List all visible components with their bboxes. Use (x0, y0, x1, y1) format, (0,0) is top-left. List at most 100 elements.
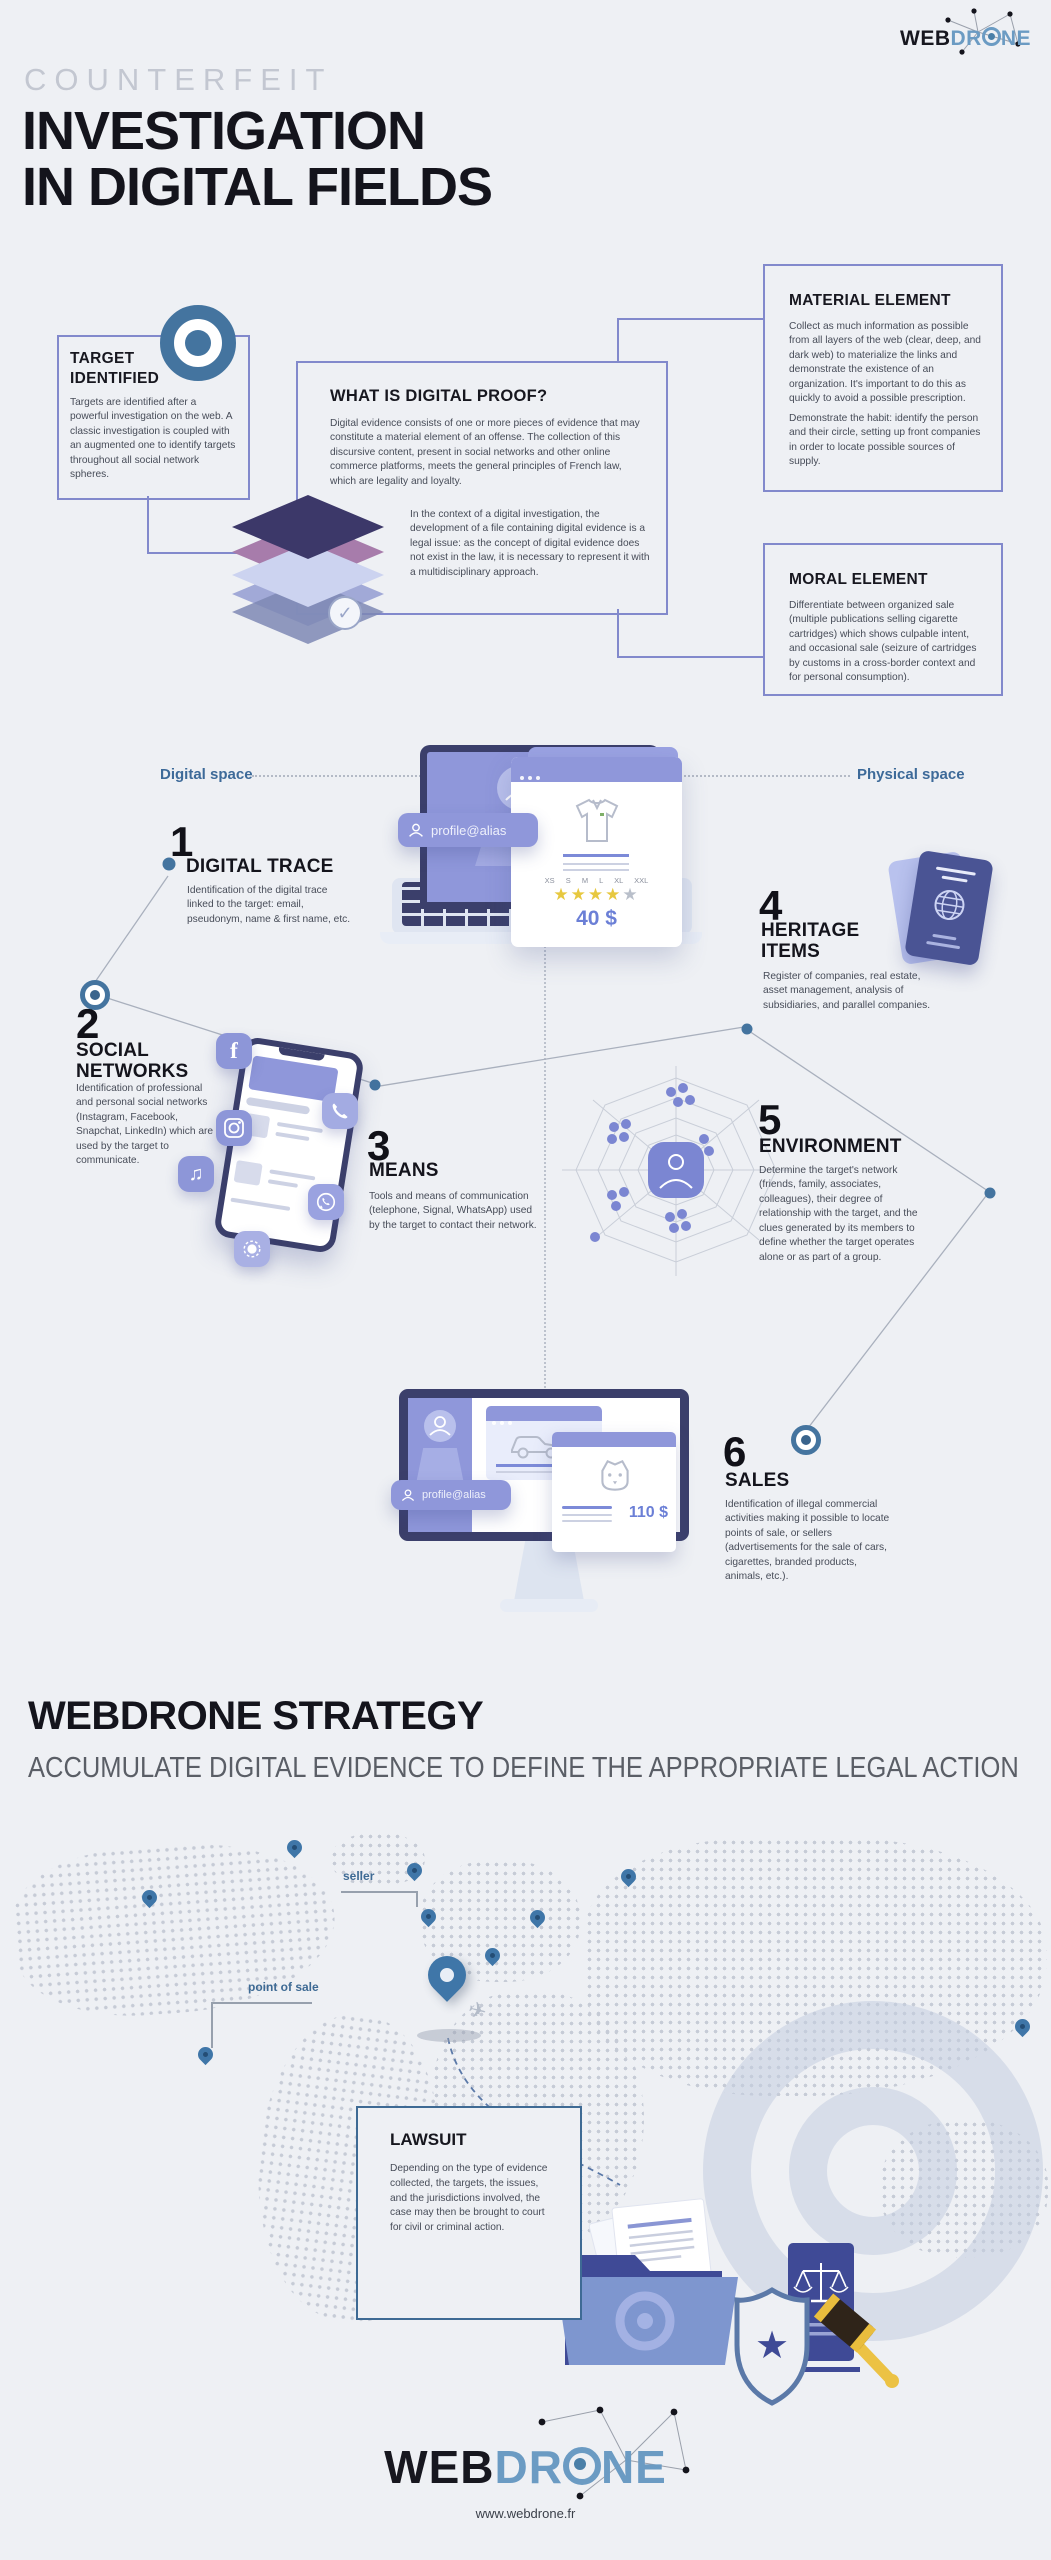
logo-network-icon (528, 2398, 698, 2506)
step-body: Identification of professional and perso… (76, 1083, 214, 1167)
globe-icon (934, 890, 965, 921)
monitor-illustration: 110 $ (399, 1389, 689, 1552)
monitor-base (500, 1599, 598, 1612)
text-line (562, 1506, 612, 1509)
star-rating: ★★★★★ (511, 885, 682, 905)
shield-star-icon: ★ (734, 2287, 810, 2406)
gavel-icon (813, 2293, 899, 2388)
digital-space-label: Digital space (160, 766, 253, 783)
kicker: COUNTERFEIT (24, 62, 333, 97)
step-body: Identification of the digital trace link… (187, 885, 351, 925)
target-identified-title: TARGET IDENTIFIED (70, 350, 160, 388)
instagram-icon (216, 1110, 252, 1146)
text-line (562, 1514, 612, 1516)
page-title-line1: INVESTIGATION (22, 101, 426, 161)
step-title-sales: SALES (725, 1470, 790, 1491)
facebook-icon: f (216, 1033, 252, 1069)
step-title-means: MEANS (369, 1160, 439, 1181)
step-body: Register of companies, real estate, asse… (763, 971, 931, 1011)
browser-header (552, 1432, 676, 1451)
dog-listing-window: 110 $ (552, 1432, 676, 1552)
connector (147, 496, 149, 554)
text-line (230, 1197, 291, 1211)
step-number: 5 (758, 1096, 781, 1143)
text-line (562, 1520, 612, 1522)
lawsuit-body: Depending on the type of evidence collec… (390, 2163, 548, 2234)
step-title-digital-trace: DIGITAL TRACE (186, 856, 334, 877)
material-element-box (763, 264, 1003, 492)
tiktok-icon: ♫ (178, 1156, 214, 1192)
price: 40 $ (576, 907, 617, 930)
leader-line (341, 1891, 417, 1893)
signal-icon (234, 1231, 270, 1267)
svg-text:★: ★ (755, 2323, 789, 2367)
leader-line (211, 2002, 213, 2048)
text-line (563, 869, 629, 871)
connector (617, 318, 619, 363)
point-of-sale-label: point of sale (248, 1980, 319, 1994)
step-title-heritage-items: HERITAGE ITEMS (761, 920, 860, 963)
target-o-icon (981, 27, 1001, 46)
text-line (267, 1179, 299, 1188)
logo-drone-pre: DR (494, 2441, 563, 2493)
step-number: 3 (367, 1122, 390, 1169)
material-element-paragraph1: Collect as much information as possible … (789, 321, 981, 405)
tshirt-icon (575, 798, 619, 842)
whatsapp-icon (308, 1184, 344, 1220)
leader-line (416, 1891, 418, 1907)
lawsuit-box (356, 2106, 582, 2320)
step-number: 6 (723, 1428, 746, 1475)
step-number: 2 (76, 1000, 99, 1047)
target-marker-icon (791, 1425, 821, 1455)
connector (147, 552, 249, 554)
funnel-shape (416, 1448, 464, 1484)
step-number: 4 (759, 882, 782, 929)
moral-element-body: Differentiate between organized sale (mu… (789, 600, 977, 684)
digital-proof-box (296, 361, 668, 615)
phone-call-icon (322, 1093, 358, 1129)
dotted-line (668, 775, 850, 777)
logo-drone-pre: DR (950, 27, 982, 50)
digital-proof-title: WHAT IS DIGITAL PROOF? (330, 387, 548, 405)
step-title-environment: ENVIRONMENT (759, 1136, 902, 1157)
text-line (269, 1169, 316, 1181)
target-marker-icon (80, 980, 110, 1010)
logo-web: WEB (900, 27, 951, 50)
page-title-line2: IN DIGITAL FIELDS (22, 157, 493, 217)
legal-folder-illustration: ★ (556, 2198, 899, 2406)
physical-space-label: Physical space (857, 766, 965, 783)
text-line (276, 1121, 323, 1134)
browser-header (486, 1406, 602, 1425)
phone-notch (278, 1047, 325, 1062)
step-title-social-networks: SOCIAL NETWORKS (76, 1040, 189, 1083)
target-identified-box (57, 335, 250, 500)
connector (617, 318, 765, 320)
moral-element-title: MORAL ELEMENT (789, 571, 928, 588)
space-divider-line (544, 942, 546, 1388)
logo-drone-post: NE (600, 2441, 667, 2493)
star-icon: ★★★★ (553, 885, 623, 904)
list-item (233, 1160, 263, 1186)
step-body: Tools and means of communication (teleph… (369, 1191, 537, 1231)
material-element-title: MATERIAL ELEMENT (789, 292, 951, 309)
target-icon (160, 305, 236, 381)
profile-alias-text: profile@alias (422, 1489, 486, 1501)
logo-drone-post: NE (1000, 27, 1032, 50)
passport-icon (904, 849, 994, 967)
phone-bar (245, 1096, 311, 1115)
profile-alias-text: profile@alias (431, 822, 507, 838)
size-options: XS S M L XL XXL (544, 876, 649, 885)
connector (617, 609, 619, 658)
logo-web: WEB (384, 2441, 495, 2493)
profile-alias-badge: profile@alias (391, 1480, 511, 1510)
network-web-diagram (562, 1066, 790, 1276)
strategy-heading: WEBDRONE STRATEGY (28, 1694, 484, 1738)
dog-icon (601, 1459, 629, 1491)
strategy-subtitle: ACCUMULATE DIGITAL EVIDENCE TO DEFINE TH… (28, 1752, 1019, 1784)
step-number: 1 (170, 818, 193, 865)
star-icon: ★ (622, 885, 640, 904)
world-map (330, 1832, 425, 1887)
text-line (496, 1464, 552, 1467)
price: 110 $ (628, 1504, 668, 1521)
website-url: www.webdrone.fr (475, 2506, 576, 2521)
